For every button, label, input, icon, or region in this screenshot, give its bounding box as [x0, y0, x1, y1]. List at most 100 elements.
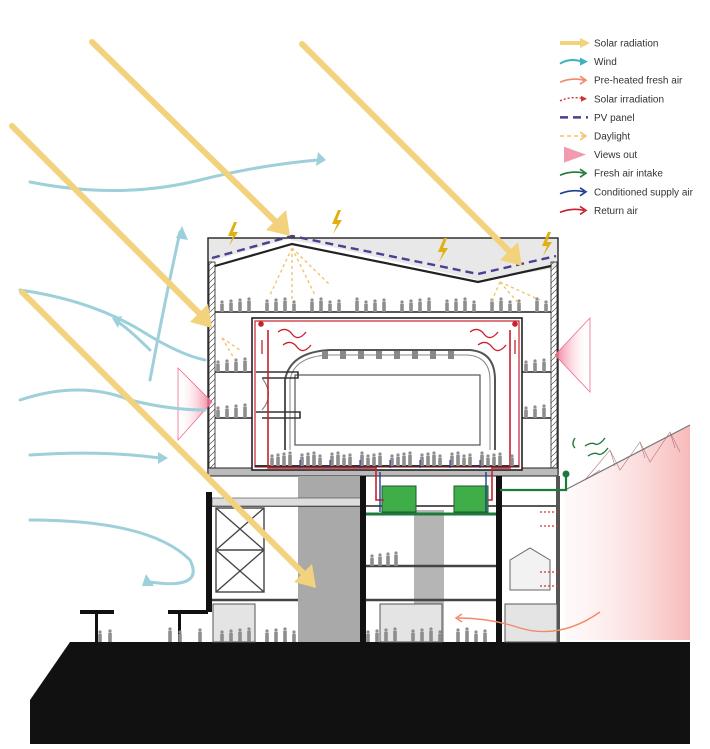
- pv-energy-bolts: [228, 210, 552, 262]
- person: [454, 298, 458, 312]
- lower-plinth: [80, 476, 560, 643]
- legend-label-wind: Wind: [594, 57, 617, 68]
- legend-symbol-pre-heated-fresh-air: [559, 75, 588, 85]
- person: [544, 300, 548, 312]
- person: [366, 454, 370, 466]
- legend-label-conditioned-supply-air: Conditioned supply air: [594, 187, 694, 198]
- person: [483, 629, 487, 642]
- person: [396, 453, 400, 466]
- person: [247, 627, 251, 642]
- solar-radiation-heads: [190, 210, 522, 588]
- person: [283, 297, 287, 312]
- person: [542, 358, 546, 372]
- person: [243, 403, 247, 418]
- person: [411, 629, 415, 642]
- person: [426, 452, 430, 466]
- person: [283, 627, 287, 642]
- person: [276, 453, 280, 466]
- person: [229, 299, 233, 312]
- person: [355, 297, 359, 312]
- person: [364, 300, 368, 312]
- pre-heated-air-arrow: [457, 611, 601, 633]
- legend-label-solar-radiation: Solar radiation: [594, 39, 658, 50]
- legend-symbol-views-out: [564, 146, 586, 163]
- legend-item-daylight: Daylight: [560, 131, 630, 143]
- person: [456, 451, 460, 466]
- person: [225, 405, 229, 418]
- solar-irradiation-arrows: [540, 511, 558, 587]
- person: [270, 454, 274, 466]
- person: [310, 298, 314, 312]
- person: [393, 627, 397, 642]
- person: [492, 453, 496, 466]
- wind-arrowheads: [112, 152, 326, 586]
- person: [418, 298, 422, 312]
- person: [306, 452, 310, 466]
- legend-label-fresh-air-intake: Fresh air intake: [594, 169, 663, 180]
- person: [216, 360, 220, 372]
- person: [378, 553, 382, 566]
- legend-symbol-fresh-air-intake: [559, 168, 588, 178]
- person: [445, 299, 449, 312]
- fresh-air-intake-arrows: [572, 437, 609, 457]
- person: [378, 452, 382, 466]
- person: [480, 451, 484, 466]
- person: [486, 454, 490, 466]
- person: [456, 628, 460, 642]
- return-air-arrows: [261, 328, 516, 354]
- air-handling-unit-1: [381, 485, 417, 513]
- person: [234, 358, 238, 372]
- legend-item-wind: Wind: [559, 57, 617, 68]
- legend-label-pv-panel: PV panel: [594, 113, 635, 124]
- adjacent-hall: [564, 424, 691, 640]
- person: [348, 453, 352, 466]
- person: [198, 628, 202, 642]
- person: [220, 300, 224, 312]
- person: [274, 298, 278, 312]
- person: [370, 554, 374, 566]
- legend-label-views-out: Views out: [594, 150, 637, 161]
- person: [238, 298, 242, 312]
- pv-panel-line: [211, 234, 557, 276]
- person: [533, 405, 537, 418]
- person: [402, 452, 406, 466]
- person: [265, 299, 269, 312]
- person: [292, 300, 296, 312]
- person: [472, 300, 476, 312]
- person: [178, 630, 182, 642]
- person: [432, 451, 436, 466]
- person: [390, 454, 394, 466]
- people-silhouettes: [98, 297, 548, 642]
- person: [318, 454, 322, 466]
- person: [400, 300, 404, 312]
- legend-item-views-out: Views out: [564, 146, 637, 163]
- person: [508, 300, 512, 312]
- legend-symbol-solar-irradiation: [559, 95, 587, 102]
- person: [535, 297, 539, 312]
- person: [429, 627, 433, 642]
- person: [220, 630, 224, 642]
- legend-symbol-return-air: [559, 205, 588, 216]
- person: [524, 360, 528, 372]
- person: [510, 454, 514, 466]
- person: [542, 404, 546, 418]
- person: [300, 453, 304, 466]
- person: [533, 359, 537, 372]
- person: [337, 299, 341, 312]
- person: [420, 628, 424, 642]
- views-out-right: [554, 316, 591, 394]
- person: [498, 452, 502, 466]
- person: [366, 630, 370, 642]
- person: [382, 298, 386, 312]
- legend-item-pre-heated-fresh-air: Pre-heated fresh air: [559, 75, 683, 87]
- person: [216, 406, 220, 418]
- person: [336, 451, 340, 466]
- auditorium: [251, 317, 523, 471]
- person: [225, 359, 229, 372]
- person: [386, 552, 390, 566]
- person: [342, 454, 346, 466]
- person: [438, 630, 442, 642]
- person: [288, 451, 292, 466]
- person: [499, 297, 503, 312]
